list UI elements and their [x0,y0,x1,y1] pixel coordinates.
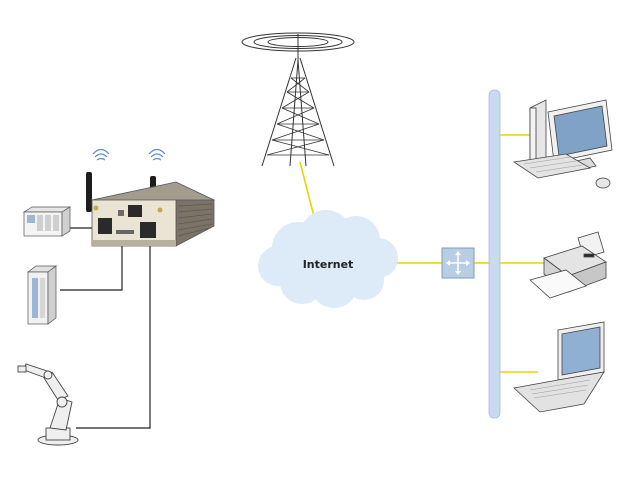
wifi-signal-icon [92,148,166,161]
network-switch-icon [441,247,475,279]
internet-cloud-label: Internet [303,258,354,271]
io-module-icon [26,265,58,325]
plc-controller-icon [22,206,72,237]
industrial-router-icon [86,148,216,247]
desktop-computer-icon [512,99,613,189]
printer-icon [529,231,607,299]
laptop-icon [513,321,605,413]
radio-tower-icon [241,32,355,167]
link-router-robot-arm [76,243,151,429]
robot-arm-icon [17,363,79,446]
lan-backbone [488,89,501,419]
link-router-io-module [60,243,123,291]
internet-cloud: Internet [258,210,398,308]
